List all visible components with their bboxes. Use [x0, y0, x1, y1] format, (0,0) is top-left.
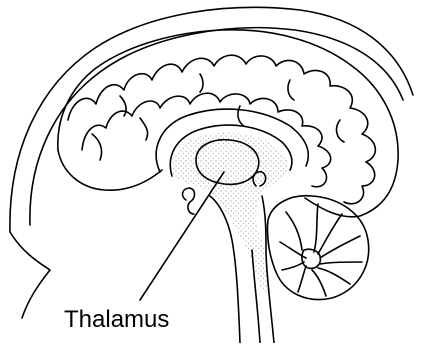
neck-outline-left [10, 232, 50, 318]
thalamus-pointer-line [140, 172, 224, 300]
gyri-detail-2 [140, 118, 148, 140]
gyri-detail-5 [120, 96, 126, 116]
gyri-detail-1 [92, 134, 102, 160]
frontal-lobe-base [58, 150, 162, 190]
gyri-detail-4 [337, 120, 344, 142]
cerebellum-center [302, 249, 320, 268]
thalamus-label: Thalamus [64, 308, 169, 332]
cerebellum-folia [280, 204, 362, 296]
head-outline [10, 7, 413, 232]
gyri-detail-6 [200, 74, 203, 92]
gyri-detail-7 [288, 80, 294, 100]
fornix-curl [183, 188, 195, 214]
